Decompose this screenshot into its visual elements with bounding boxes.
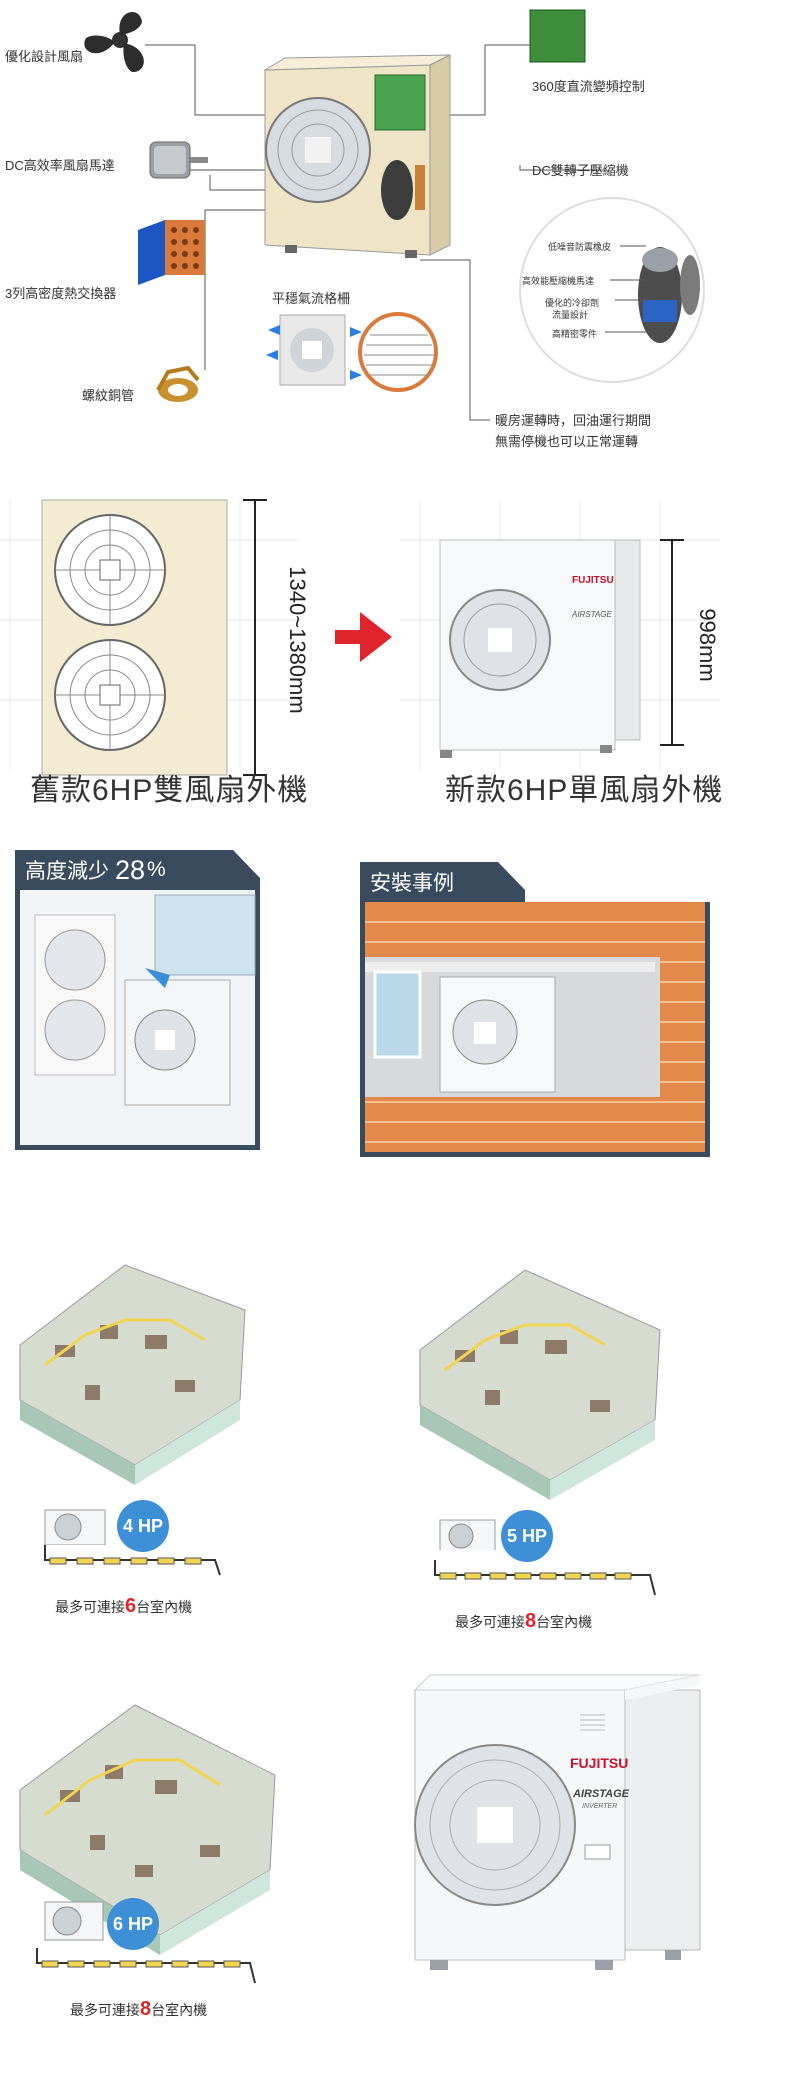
circle-label-rubber: 低噪音防震橡皮 <box>548 242 612 252</box>
height-reduction-banner: 高度減少 28 % <box>15 850 233 890</box>
old-unit-caption: 舊款6HP雙風扇外機 <box>30 774 309 807</box>
red-arrow-icon <box>335 612 392 662</box>
indoor-units-4hp <box>44 1545 221 1576</box>
label-control: 360度直流變頻控制 <box>532 79 645 94</box>
install-example-graphic <box>360 862 710 1157</box>
component-diagram-graphic <box>84 9 705 421</box>
new-height-dimension <box>660 539 684 746</box>
reduction-value: 28 <box>115 854 146 885</box>
label-compressor: DC雙轉子壓縮機 <box>532 163 629 178</box>
height-reduction-panel: 高度減少 28 % <box>15 850 260 1150</box>
circle-label-motor: 高效能壓縮機馬達 <box>522 276 595 286</box>
indoor-units-6hp <box>36 1948 256 1984</box>
label-motor: DC高效率風扇馬達 <box>5 158 115 173</box>
label-oil-line2: 無需停機也可以正常運轉 <box>495 434 639 449</box>
component-diagram: 優化設計風扇 DC高效率風扇馬達 3列高密度熱交換器 螺紋銅管 360度直流變頻… <box>0 0 800 470</box>
old-height-label: 1340~1380mm <box>285 566 310 714</box>
system-config-4hp: 4 HP 最多可連接6台室內機 <box>15 1225 265 1617</box>
product-series: AIRSTAGE <box>573 1788 630 1800</box>
connect-count: 8 <box>525 1610 537 1632</box>
connect-text-6hp: 最多可連接8台室內機 <box>70 1998 207 2021</box>
install-example-banner: 安裝事例 <box>360 862 498 902</box>
copper-tube-icon <box>156 365 200 402</box>
new-unit-brand: FUJITSU <box>572 575 614 586</box>
new-height-label: 998mm <box>695 608 720 682</box>
circle-label-parts1: 優化的冷卻劑 <box>545 298 600 308</box>
heat-exchanger-icon <box>138 220 205 285</box>
indoor-units-5hp <box>434 1560 656 1596</box>
connect-suffix: 台室內機 <box>136 1599 193 1615</box>
circle-label-precision: 高精密零件 <box>552 329 598 339</box>
old-dual-fan-unit <box>41 499 228 776</box>
reduction-label: 高度減少 <box>25 860 109 883</box>
connect-prefix: 最多可連接 <box>455 1614 525 1630</box>
reduction-unit: % <box>147 858 166 881</box>
connect-text-4hp: 最多可連接6台室內機 <box>55 1595 192 1618</box>
control-board-icon <box>529 9 586 63</box>
connect-suffix: 台室內機 <box>536 1614 593 1630</box>
connect-suffix: 台室內機 <box>151 2002 208 2018</box>
label-fan: 優化設計風扇 <box>5 49 84 64</box>
label-oil-line1: 暖房運轉時，回油運行期間 <box>495 413 652 428</box>
hp-badge-5hp: 5 HP <box>501 1510 553 1562</box>
label-copper: 螺紋銅管 <box>82 388 135 403</box>
new-single-fan-unit <box>439 539 641 758</box>
new-unit-series: AIRSTAGE <box>572 610 612 619</box>
install-label: 安裝事例 <box>370 872 454 895</box>
size-comparison: 1340~1380mm 998mm FUJITSU AIRSTAGE 舊款6HP… <box>0 480 800 810</box>
old-height-dimension <box>243 499 267 776</box>
connect-text-5hp: 最多可連接8台室內機 <box>455 1610 592 1633</box>
label-grille: 平穩氣流格柵 <box>272 291 351 306</box>
floorplan-4hp <box>19 1264 246 1545</box>
fan-blade-icon <box>84 12 144 73</box>
label-exchanger: 3列高密度熱交換器 <box>5 286 117 301</box>
connect-prefix: 最多可連接 <box>70 2002 140 2018</box>
connect-count: 6 <box>125 1595 137 1617</box>
new-unit-caption: 新款6HP單風扇外機 <box>445 774 724 807</box>
comparison-graphic <box>0 499 720 776</box>
connect-prefix: 最多可連接 <box>55 1599 125 1615</box>
product-brand: FUJITSU <box>570 1755 629 1771</box>
system-config-5hp: 5 HP 最多可連接8台室內機 <box>415 1230 665 1632</box>
hp-badge-4hp: 4 HP <box>117 1500 169 1552</box>
new-height-wrap: 998mm <box>695 580 720 710</box>
old-height-wrap: 1340~1380mm <box>285 540 310 740</box>
connect-count: 8 <box>140 1998 152 2020</box>
outdoor-unit-6hp <box>44 1901 104 1941</box>
product-sub: INVERTER <box>582 1803 618 1810</box>
circle-label-parts2: 流量設計 <box>552 310 589 320</box>
install-example-panel: 安裝事例 <box>360 862 710 1162</box>
floorplan-5hp <box>419 1269 661 1550</box>
motor-icon <box>149 141 208 179</box>
hp-badge-6hp: 6 HP <box>107 1898 159 1950</box>
compressor-detail-circle <box>519 197 705 383</box>
product-photo: FUJITSU AIRSTAGE INVERTER <box>410 1670 710 1985</box>
grille-photo <box>266 312 438 392</box>
outdoor-unit-cutaway <box>263 54 451 258</box>
system-config-6hp: 6 HP 最多可連接8台室內機 <box>15 1665 285 2035</box>
product-unit-graphic <box>413 1674 701 1970</box>
height-reduction-graphic <box>15 850 260 1150</box>
